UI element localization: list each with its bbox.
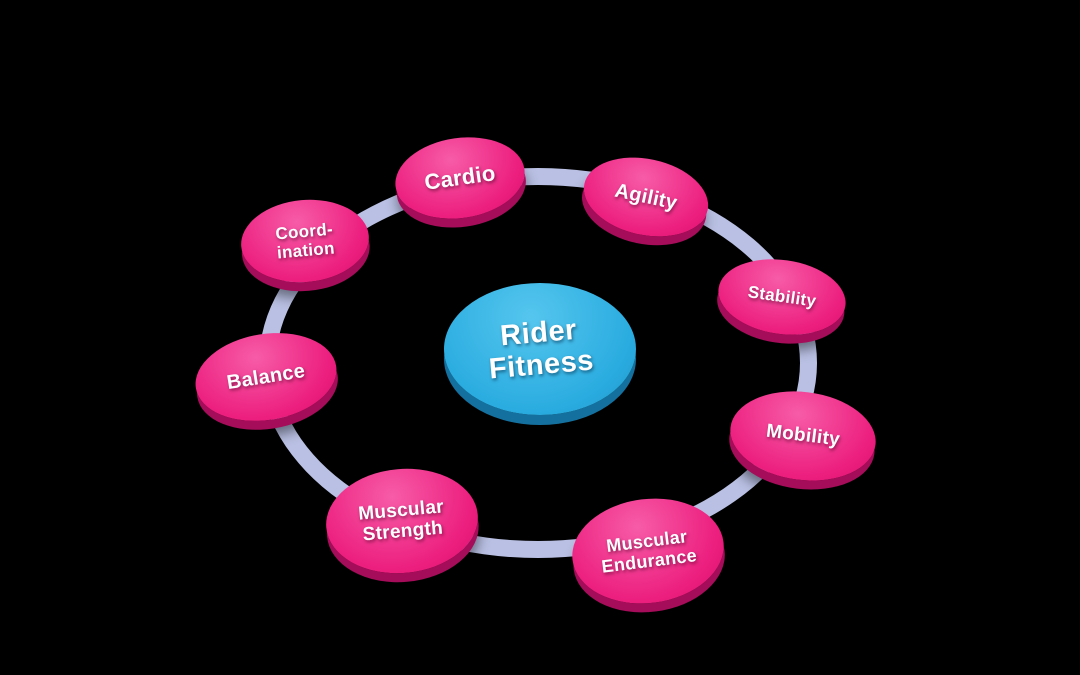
- node-muscular-strength-label: Muscular Strength: [324, 493, 479, 549]
- node-cardio-label: Cardio: [394, 157, 526, 199]
- node-balance-label: Balance: [194, 355, 338, 399]
- center-node-label: Rider Fitness: [442, 308, 639, 389]
- node-mobility-label: Mobility: [729, 417, 877, 456]
- node-muscular-endurance-label: Muscular Endurance: [570, 522, 726, 581]
- node-coordination-label: Coord- ination: [240, 216, 371, 265]
- node-mobility-line1: Mobility: [764, 420, 842, 451]
- node-stability-label: Stability: [717, 279, 846, 316]
- center-node-rider-fitness: Rider Fitness: [444, 283, 636, 415]
- node-balance-line1: Balance: [225, 359, 307, 394]
- node-cardio-line1: Cardio: [422, 159, 498, 195]
- node-agility-label: Agility: [582, 173, 710, 221]
- node-agility-line1: Agility: [612, 179, 680, 215]
- node-stability-line1: Stability: [746, 282, 818, 312]
